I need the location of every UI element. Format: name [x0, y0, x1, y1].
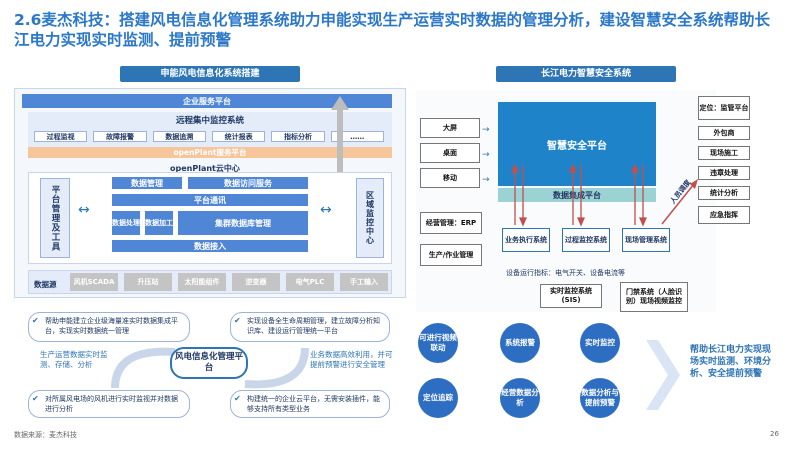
source-note: 数据来源：麦杰科技 — [14, 431, 77, 439]
right-items-list: 定位：监管平台 外包商 现场施工 违章处理 统计分析 应急指挥 — [698, 96, 750, 224]
data-access-service-box: 数据访问服务 — [188, 177, 308, 189]
dispatch-arrow-icon — [661, 179, 698, 225]
smart-security-platform: 智慧安全平台 — [498, 102, 656, 186]
platform-tools-label: 平台管理及工具 — [50, 184, 60, 252]
openplant-cloud-label: openPlant云中心 — [170, 164, 240, 173]
function-fault-alarm: 故障报警 — [93, 131, 147, 142]
vertical-arrows-icon — [511, 163, 647, 227]
page-title: 2.6麦杰科技：搭建风电信息化管理系统助力申能实现生产运营实时数据的管理分析，建… — [14, 11, 770, 49]
side-label-right: 业务数据高效利用，并可提前预警进行安全管理 — [310, 350, 393, 369]
circle-prewarning: 数据分析与提前预警 — [580, 378, 620, 418]
datasource-list: 风机SCADA 升压站 太阳能组件 逆变器 电气PLC 手工输入 — [70, 273, 388, 291]
enterprise-service-platform: 企业服务平台 — [22, 94, 392, 108]
site-mgmt-system: 现场管理系统 — [622, 228, 670, 252]
left-items-list: 大屏 桌面 移动 — [420, 118, 480, 188]
bullet-box-br: 构建统一的企业云平台，无需安装插件，能够支持所有类型业务 — [230, 390, 390, 418]
check-icon: ✔ — [234, 394, 241, 403]
cluster-db-box: 集群数据库管理 — [178, 211, 308, 235]
region-monitor-box: 区域监控中心 — [356, 178, 384, 258]
item-desktop: 桌面 — [420, 143, 480, 163]
circle-biz-analysis: 经营数据分析 — [500, 378, 540, 418]
ops-mgmt-erp: 经营管理：ERP — [420, 212, 482, 234]
item-big-screen: 大屏 — [420, 118, 480, 138]
side-label-left: 生产运营数据实时监测、存储、分析 — [40, 350, 108, 369]
function-report: 统计报表 — [211, 131, 266, 142]
bullet-box-tr: 实现设备全生命周期管理，建立故障分析知识库、建设运行管理统一平台 — [230, 312, 390, 342]
data-access-in-box: 数据接入 — [112, 240, 308, 252]
data-mgmt-box: 数据管理 — [112, 177, 182, 189]
region-monitor-label: 区域监控中心 — [365, 191, 375, 245]
circle-alarm: 系统报警 — [500, 323, 540, 363]
circle-realtime: 实时监控 — [580, 323, 620, 363]
bullet-box-tl: 帮助申能建立企业级海量准实时数据集成平台，实现实时数据统一管理 — [28, 312, 190, 342]
item-location-platform: 定位：监管平台 — [698, 96, 750, 120]
page-number: 26 — [770, 430, 779, 438]
function-more: …… — [330, 131, 384, 142]
up-arrow-icon — [331, 96, 349, 186]
source-fan-scada: 风机SCADA — [70, 273, 118, 291]
remote-center-label: 远程集中监控系统 — [175, 116, 244, 126]
source-manual: 手工输入 — [340, 273, 388, 291]
source-booster: 升压站 — [124, 273, 172, 291]
circle-video-link: 可进行视频联动 — [418, 323, 458, 363]
data-add-box: 数据加工 — [145, 211, 173, 235]
item-construction: 现场施工 — [698, 146, 750, 160]
left-header: 申能风电信息化系统搭建 — [120, 66, 300, 82]
biz-exec-system: 业务执行系统 — [502, 228, 550, 252]
hub-label: 风电信息化管理平台 — [174, 352, 243, 373]
bullet-box-bl: 对所属风电场的风机进行实时监视并对数据进行分析 — [28, 390, 190, 418]
item-emergency: 应急指挥 — [698, 206, 750, 224]
right-left-arrow-icon: ↔ — [320, 202, 332, 218]
equip-indicator-label: 设备运行指标：电气开关、设备电流等 — [506, 269, 625, 277]
datasource-label: 数据源 — [34, 280, 57, 289]
circle-location: 定位追踪 — [418, 378, 458, 418]
conclusion-text: 帮助长江电力实现现场实时监测、环境分析、安全提前预警 — [690, 345, 772, 379]
check-icon: ✔ — [234, 316, 241, 325]
arrows-left-to-platform-icon: →→→ — [482, 125, 490, 185]
left-right-arrow-icon: ↔ — [78, 202, 90, 218]
function-data-trace: 数据追溯 — [152, 131, 206, 142]
item-mobile: 移动 — [420, 168, 480, 188]
bullet-text-bl: 对所属风电场的风机进行实时监视并对数据进行分析 — [45, 395, 178, 413]
function-indicator: 指标分析 — [271, 131, 325, 142]
check-icon: ✔ — [32, 394, 39, 403]
sis-box: 实时监控系统(SIS) — [540, 284, 602, 308]
gate-system-box: 门禁系统（人脸识别）现场视频监控 — [620, 282, 688, 312]
source-solar: 太阳能组件 — [178, 273, 226, 291]
item-statistics: 统计分析 — [698, 186, 750, 200]
source-plc: 电气PLC — [286, 273, 334, 291]
function-process-monitor: 过程监视 — [34, 131, 88, 142]
platform-comm-box: 平台通讯 — [112, 194, 308, 206]
remote-center-box — [28, 112, 392, 148]
cycle-arrows-icon — [111, 347, 309, 389]
chevron-arrow-icon — [646, 340, 680, 410]
bullet-text-tl: 帮助申能建立企业级海量准实时数据集成平台，实现实时数据统一管理 — [45, 317, 178, 335]
platform-tools-box: 平台管理及工具 — [40, 178, 70, 258]
data-process-box: 数据处理 — [112, 211, 140, 235]
bullet-text-tr: 实现设备全生命周期管理，建立故障分析知识库、建设运行管理统一平台 — [247, 317, 380, 335]
process-monitor-system: 过程监控系统 — [562, 228, 610, 252]
openplant-service-bar: openPlant服务平台 — [28, 147, 392, 158]
source-inverter: 逆变器 — [232, 273, 280, 291]
item-contractor: 外包商 — [698, 126, 750, 140]
item-violation: 违章处理 — [698, 166, 750, 180]
function-row: 过程监视 故障报警 数据追溯 统计报表 指标分析 …… — [34, 131, 384, 142]
right-header: 长江电力智慧安全系统 — [496, 66, 676, 82]
prod-mgmt: 生产/作业管理 — [420, 244, 482, 266]
data-integration-platform: 数据集成平台 — [498, 188, 656, 202]
hub-wind-platform: 风电信息化管理平台 — [170, 347, 248, 379]
check-icon: ✔ — [32, 316, 39, 325]
bullet-text-br: 构建统一的企业云平台，无需安装插件，能够支持所有类型业务 — [247, 395, 380, 413]
